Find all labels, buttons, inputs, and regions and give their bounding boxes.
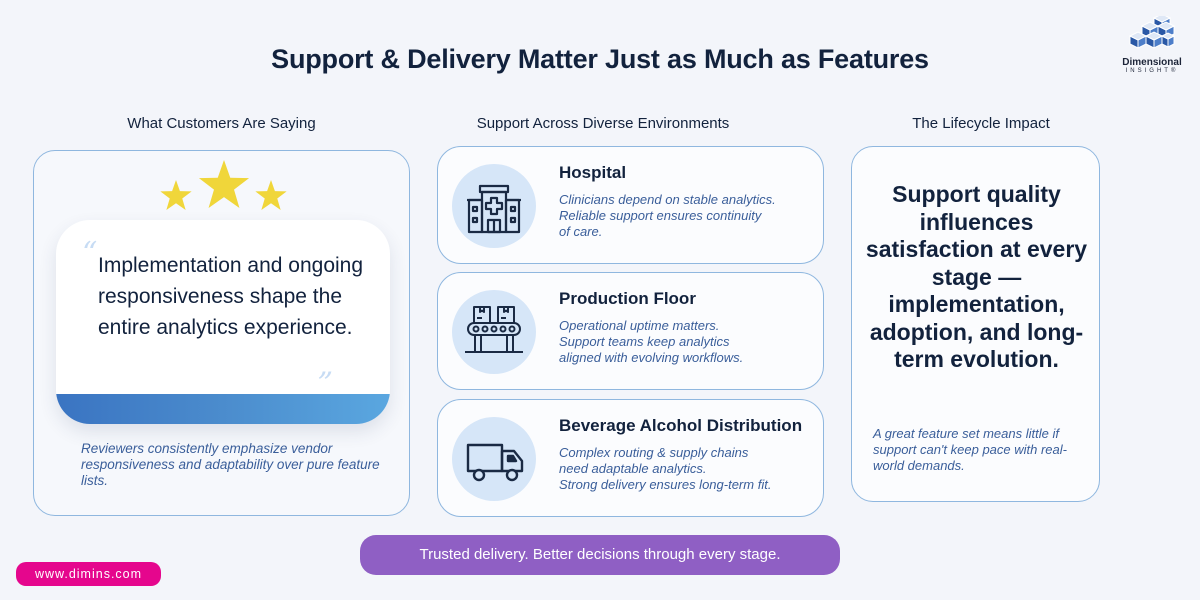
- star-icon: [198, 160, 250, 208]
- conveyor-belt-icon: [452, 290, 536, 374]
- environment-title: Hospital: [559, 163, 627, 182]
- hospital-icon: [452, 164, 536, 248]
- open-quote-icon: “: [82, 236, 98, 271]
- tagline-banner: Trusted delivery. Better decisions throu…: [360, 535, 840, 575]
- quote-accent-band: [56, 394, 390, 424]
- logo-subtitle: INSIGHT®: [1125, 68, 1179, 74]
- environment-card-beverage-distribution: Beverage Alcohol Distribution Complex ro…: [437, 399, 824, 517]
- environment-card-production-floor: Production Floor Operational uptime matt…: [437, 272, 824, 390]
- environment-title: Beverage Alcohol Distribution: [559, 416, 803, 435]
- environment-description: Clinicians depend on stable analytics. R…: [559, 192, 776, 239]
- column-title-customers: What Customers Are Saying: [127, 115, 316, 132]
- star-icon: [255, 180, 287, 210]
- column-title-environments: Support Across Diverse Environments: [476, 115, 730, 132]
- column-title-lifecycle: The Lifecycle Impact: [912, 115, 1050, 132]
- reviewer-note: Reviewers consistently emphasize vendor …: [81, 441, 380, 488]
- customer-quote: Implementation and ongoing responsivenes…: [98, 254, 364, 339]
- environment-description: Operational uptime matters. Support team…: [559, 318, 744, 365]
- website-link[interactable]: www.dimins.com: [16, 562, 161, 586]
- company-logo[interactable]: Dimensional INSIGHT®: [1114, 16, 1190, 82]
- star-icon: [160, 180, 192, 210]
- quote-bubble: “ Implementation and ongoing responsiven…: [56, 220, 390, 424]
- environment-title: Production Floor: [559, 289, 696, 308]
- lifecycle-statement: Support quality influences satisfaction …: [865, 181, 1088, 372]
- stacked-cubes-logo-icon: [1128, 16, 1176, 49]
- environment-card-hospital: Hospital Clinicians depend on stable ana…: [437, 146, 824, 264]
- logo-name: Dimensional: [1122, 57, 1182, 68]
- lifecycle-note: A great feature set means little if supp…: [873, 426, 1067, 473]
- close-quote-icon: „: [318, 348, 334, 383]
- page-title: Support & Delivery Matter Just as Much a…: [271, 44, 929, 74]
- delivery-truck-icon: [452, 417, 536, 501]
- environment-description: Complex routing & supply chains need ada…: [559, 445, 772, 492]
- lifecycle-impact-card: Support quality influences satisfaction …: [851, 146, 1100, 502]
